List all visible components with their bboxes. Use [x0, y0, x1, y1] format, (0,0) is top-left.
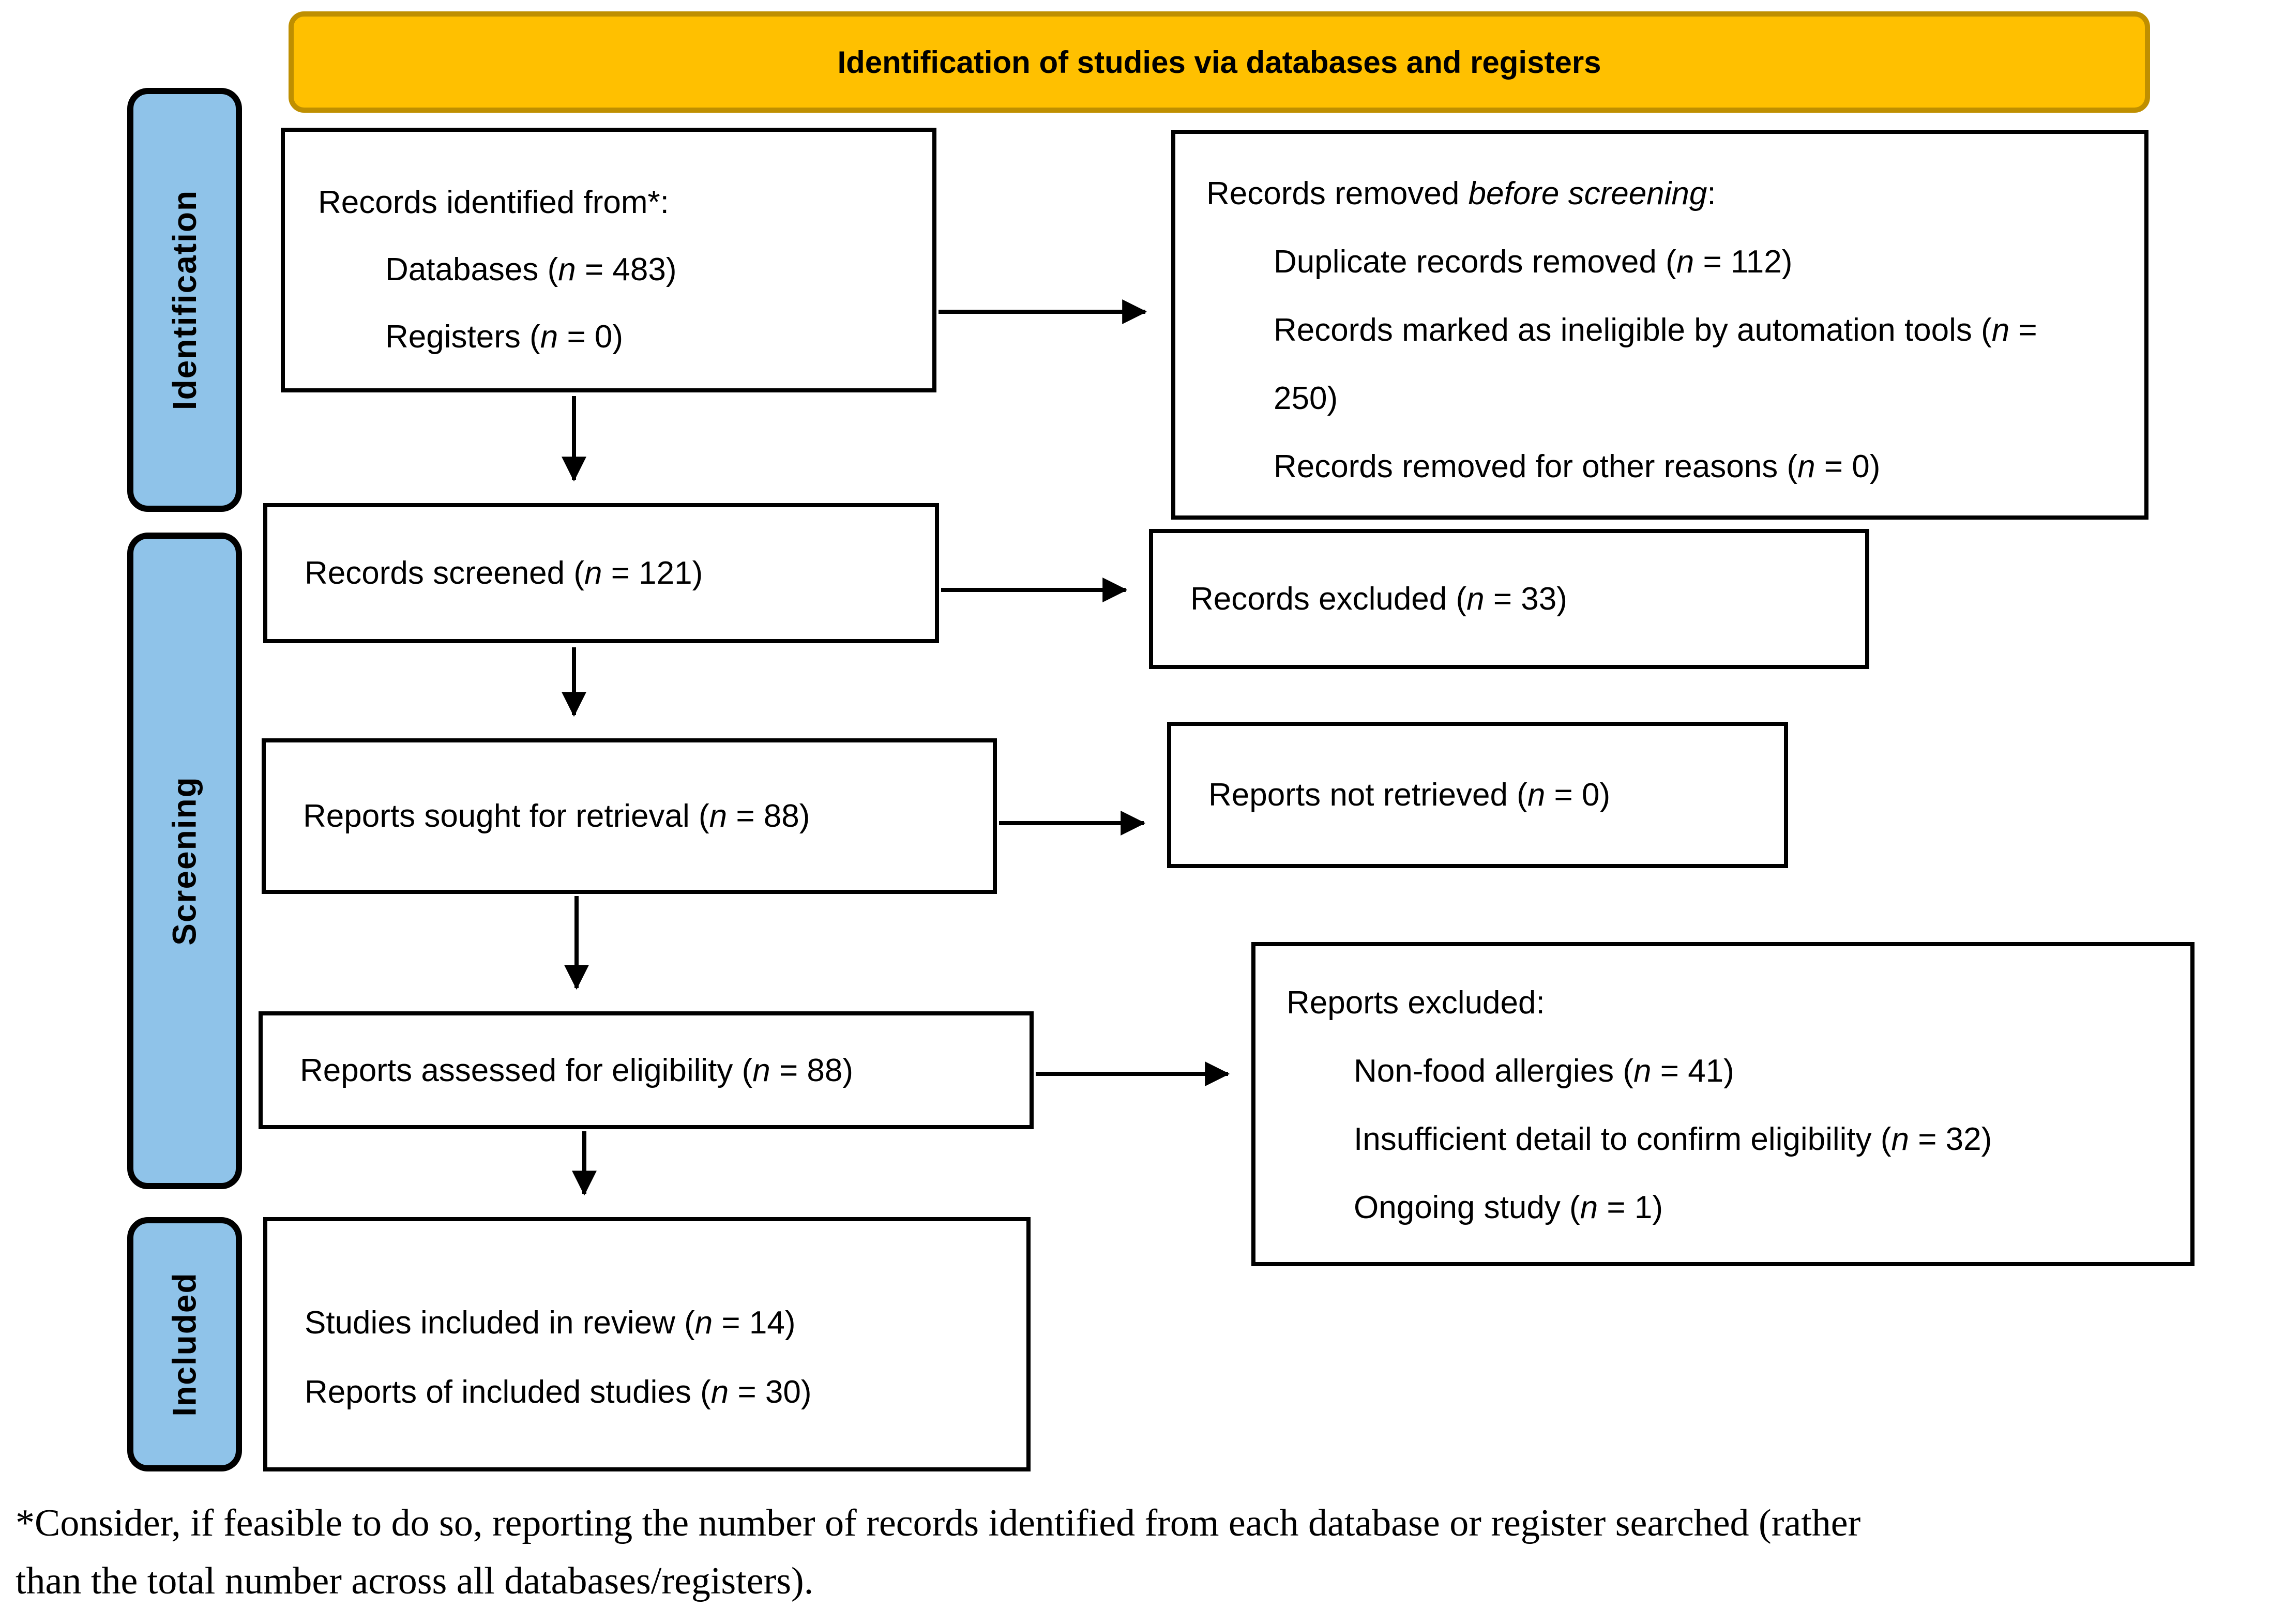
text-pre: Non-food allergies (	[1354, 1053, 1634, 1089]
text-n: n	[1891, 1121, 1910, 1157]
footnote-line-1: *Consider, if feasible to do so, reporti…	[16, 1502, 1861, 1544]
text-pre: Reports assessed for eligibility (	[300, 1052, 753, 1088]
records-excluded-text: Records excluded (n = 33)	[1190, 581, 1567, 617]
text-pre: Studies included in review (	[305, 1305, 695, 1341]
text-n: n	[1527, 777, 1546, 813]
text-pre: Records excluded (	[1190, 581, 1467, 617]
text-post: = 1)	[1598, 1190, 1663, 1225]
text-pre: Registers (	[385, 319, 540, 355]
text-heading: Records identified from*:	[318, 185, 669, 220]
records-identified-databases: Databases (n = 483)	[318, 236, 912, 303]
footnote: *Consider, if feasible to do so, reporti…	[16, 1494, 2275, 1610]
text-n: n	[1466, 581, 1485, 617]
text-n: n	[584, 555, 602, 591]
reports-assessed-text: Reports assessed for eligibility (n = 88…	[300, 1052, 853, 1089]
text-post: = 88)	[770, 1052, 854, 1088]
text-italic: before screening	[1468, 176, 1707, 211]
box-records-identified: Records identified from*: Databases (n =…	[281, 128, 936, 392]
reports-excluded-heading: Reports excluded:	[1287, 969, 2180, 1037]
ongoing-study: Ongoing study (n = 1)	[1287, 1174, 2180, 1242]
records-identified-heading: Records identified from*:	[318, 169, 912, 236]
text-pre: Insufficient detail to confirm eligibili…	[1354, 1121, 1891, 1157]
text-n: n	[1797, 449, 1815, 484]
text-n: n	[540, 319, 558, 355]
duplicate-records-removed: Duplicate records removed (n = 112)	[1206, 228, 2082, 296]
non-food-allergies: Non-food allergies (n = 41)	[1287, 1037, 2180, 1105]
reports-sought-text: Reports sought for retrieval (n = 88)	[303, 798, 810, 834]
text-n: n	[1676, 244, 1694, 280]
text-n: n	[1633, 1053, 1652, 1089]
text-post: = 121)	[602, 555, 703, 591]
stage-screening-text: Screening	[166, 776, 203, 946]
text-post: = 0)	[1815, 449, 1881, 484]
text-n: n	[709, 798, 728, 834]
text-pre: Reports of included studies (	[305, 1374, 711, 1410]
text-n: n	[558, 252, 576, 287]
text-post: = 88)	[727, 798, 810, 834]
text-pre: Records screened (	[305, 555, 585, 591]
stage-label-identification: Identification	[127, 88, 242, 512]
text-n: n	[694, 1305, 713, 1341]
text-n: n	[752, 1052, 770, 1088]
stage-label-included: Included	[127, 1217, 242, 1471]
text-pre: Databases (	[385, 252, 558, 287]
box-reports-excluded: Reports excluded: Non-food allergies (n …	[1251, 942, 2195, 1266]
text-post: = 0)	[1545, 777, 1611, 813]
text-pre: Records removed for other reasons (	[1274, 449, 1798, 484]
records-removed-other-reasons: Records removed for other reasons (n = 0…	[1206, 433, 2082, 501]
records-removed-heading: Records removed before screening:	[1206, 160, 2082, 228]
footnote-line-2: than the total number across all databas…	[16, 1560, 814, 1602]
text-n: n	[710, 1374, 729, 1410]
box-reports-sought: Reports sought for retrieval (n = 88)	[262, 738, 997, 894]
text-pre: Reports not retrieved (	[1208, 777, 1527, 813]
records-marked-ineligible: Records marked as ineligible by automati…	[1206, 296, 2082, 433]
text-post: = 30)	[729, 1374, 812, 1410]
box-reports-not-retrieved: Reports not retrieved (n = 0)	[1167, 722, 1788, 868]
text-pre: Reports sought for retrieval (	[303, 798, 709, 834]
text-pre: Duplicate records removed (	[1274, 244, 1676, 280]
text-post: = 41)	[1651, 1053, 1734, 1089]
reports-not-retrieved-text: Reports not retrieved (n = 0)	[1208, 777, 1610, 813]
text-post: = 112)	[1694, 244, 1793, 280]
insufficient-detail: Insufficient detail to confirm eligibili…	[1287, 1105, 2180, 1174]
studies-included-in-review: Studies included in review (n = 14)	[305, 1288, 1016, 1358]
text-n: n	[1580, 1190, 1598, 1225]
text-post: = 14)	[713, 1305, 796, 1341]
text-post: = 250)	[1274, 312, 2037, 416]
reports-of-included-studies: Reports of included studies (n = 30)	[305, 1358, 1016, 1427]
text-pre: Ongoing study (	[1354, 1190, 1580, 1225]
box-records-removed-before-screening: Records removed before screening: Duplic…	[1171, 130, 2148, 520]
records-identified-registers: Registers (n = 0)	[318, 303, 912, 371]
text-post: :	[1707, 176, 1716, 211]
stage-label-screening: Screening	[127, 533, 242, 1189]
box-records-excluded: Records excluded (n = 33)	[1149, 529, 1869, 669]
text-pre: Records removed	[1206, 176, 1469, 211]
text-post: = 33)	[1484, 581, 1567, 617]
text-pre: Records marked as ineligible by automati…	[1274, 312, 1992, 348]
box-records-screened: Records screened (n = 121)	[263, 503, 939, 643]
banner-title: Identification of studies via databases …	[837, 44, 1601, 80]
text-post: = 32)	[1909, 1121, 1992, 1157]
stage-included-text: Included	[166, 1272, 203, 1417]
text-post: = 0)	[558, 319, 624, 355]
records-screened-text: Records screened (n = 121)	[305, 555, 703, 591]
banner-identification-of-studies: Identification of studies via databases …	[289, 11, 2150, 113]
text-post: = 483)	[576, 252, 677, 287]
stage-identification-text: Identification	[166, 189, 203, 411]
text-heading: Reports excluded:	[1287, 985, 1545, 1021]
box-studies-included: Studies included in review (n = 14) Repo…	[263, 1217, 1031, 1471]
text-n: n	[1991, 312, 2010, 348]
box-reports-assessed: Reports assessed for eligibility (n = 88…	[259, 1011, 1034, 1129]
